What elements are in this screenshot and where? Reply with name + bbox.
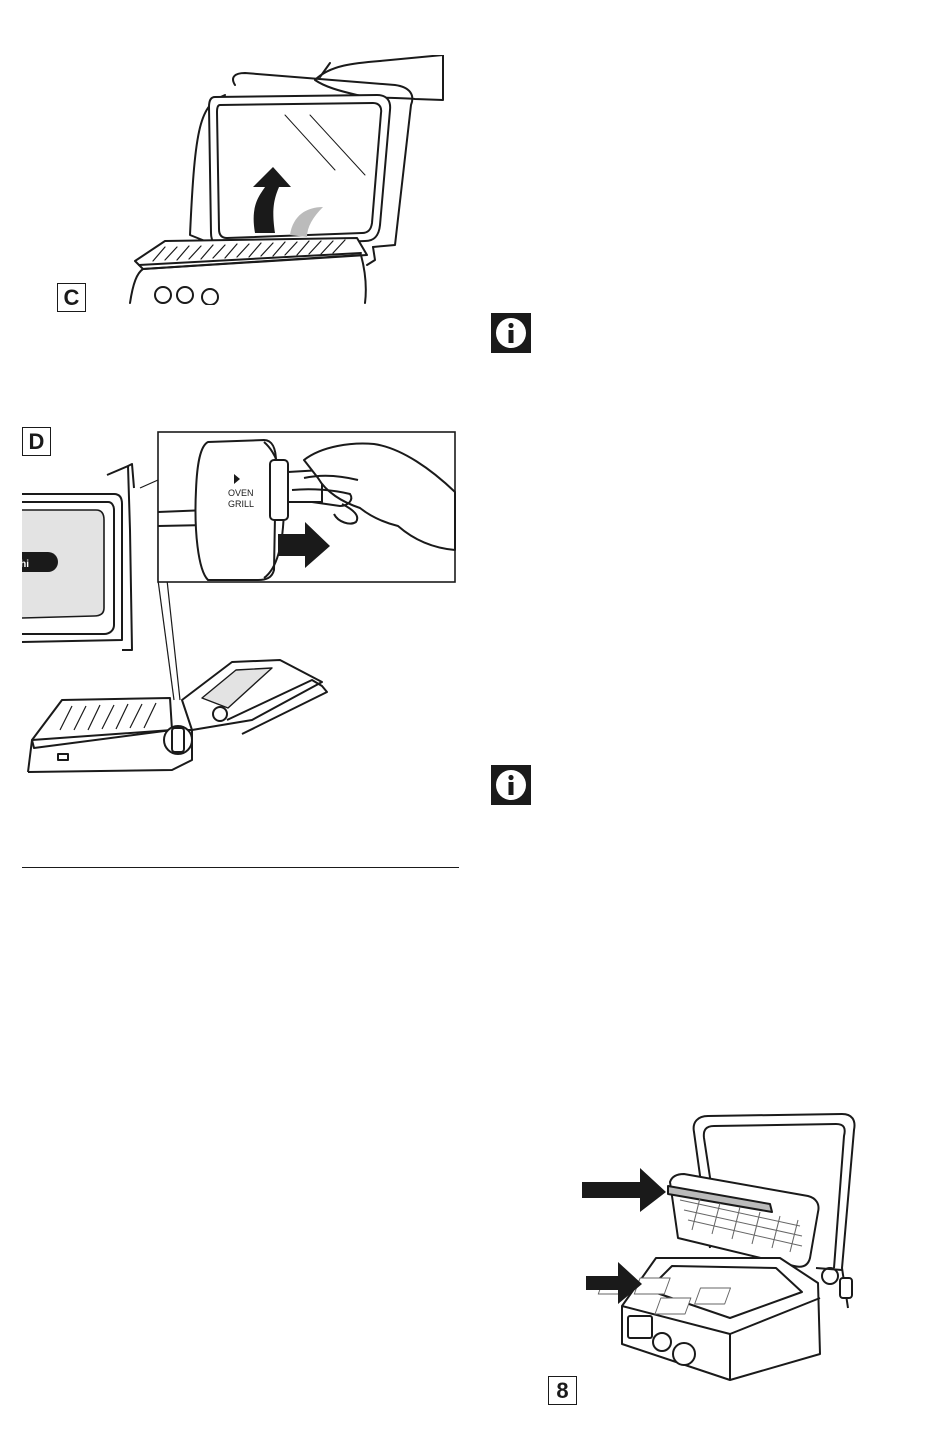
- info-icon: [491, 765, 531, 805]
- section-divider: [22, 867, 459, 868]
- knob-text-grill: GRILL: [228, 499, 254, 509]
- figure-c-label: C: [57, 283, 86, 312]
- info-icon: [491, 313, 531, 353]
- figure-8-label: 8: [548, 1376, 577, 1405]
- figure-d-illustration: OVEN GRILL ghi: [22, 430, 462, 790]
- brand-badge-text: ghi: [22, 559, 29, 570]
- figure-8-illustration: [580, 1108, 870, 1393]
- knob-text-oven: OVEN: [228, 488, 254, 498]
- figure-c-illustration: [125, 55, 455, 305]
